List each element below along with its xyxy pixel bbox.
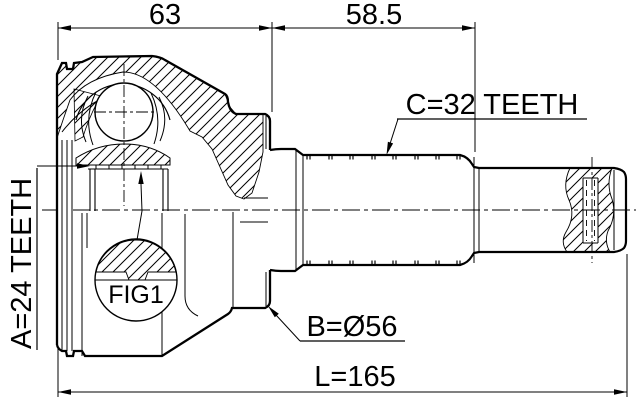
shaft-profile <box>269 147 628 273</box>
extension-lines-bottom <box>57 254 628 397</box>
spline-ticks-bottom <box>306 260 461 265</box>
arrow-63-left <box>58 25 71 31</box>
dim-585-text: 58.5 <box>346 0 402 31</box>
arrow-length-left <box>58 389 71 395</box>
callout-outer-spline: C=32 TEETH <box>386 89 587 155</box>
housing-profile-upper <box>55 54 272 345</box>
shoulder-edges <box>295 149 615 271</box>
bell-housing <box>55 54 272 358</box>
spline-ticks-top <box>306 155 461 160</box>
diameter-leader <box>275 314 301 342</box>
dimension-length: L=165 <box>57 254 628 397</box>
diameter-text: B=Ø56 <box>306 311 397 343</box>
center-hole-outline <box>582 177 599 244</box>
lower-half-edges <box>81 212 234 356</box>
break-lines <box>562 167 615 253</box>
inner-race-section <box>75 143 171 166</box>
inner-spline-text: A=24 TEETH <box>6 178 38 349</box>
hub-spline-teeth <box>95 165 162 169</box>
outer-spline-text: C=32 TEETH <box>406 89 579 121</box>
housing-profile-lower <box>55 270 272 358</box>
arrow-585-left <box>272 25 285 31</box>
dim-63-text: 63 <box>149 0 181 31</box>
fig1-leader-line <box>136 183 143 241</box>
callout-diameter: B=Ø56 <box>268 306 405 343</box>
stub-shaft <box>269 147 628 273</box>
cage-arcs <box>81 91 166 146</box>
dim-length-text: L=165 <box>314 361 395 393</box>
arrow-585-right <box>462 25 475 31</box>
hub-spline-rows <box>88 164 168 170</box>
fig1-leader-arrow <box>138 171 144 184</box>
stub-section-hatch <box>563 168 614 252</box>
inner-spline-arrow <box>77 163 90 169</box>
boot-groove-lines <box>61 140 73 351</box>
rear-bore-lines <box>240 197 268 223</box>
front-face-strip <box>58 140 73 351</box>
fig1-tooth-section <box>95 239 177 281</box>
arrow-63-right <box>259 25 272 31</box>
hub-bore-edges <box>89 169 169 211</box>
outer-spline-arrow <box>386 141 394 155</box>
fig1-label: FIG1 <box>108 281 164 309</box>
arrow-length-right <box>614 389 627 395</box>
fig1-detail-balloon: FIG1 <box>94 171 178 322</box>
dimension-63: 63 <box>57 0 476 152</box>
callout-inner-spline: A=24 TEETH <box>6 163 90 350</box>
thread-lines <box>586 180 595 241</box>
diameter-arrow <box>268 306 279 318</box>
dimension-58-5: 58.5 <box>272 0 475 31</box>
